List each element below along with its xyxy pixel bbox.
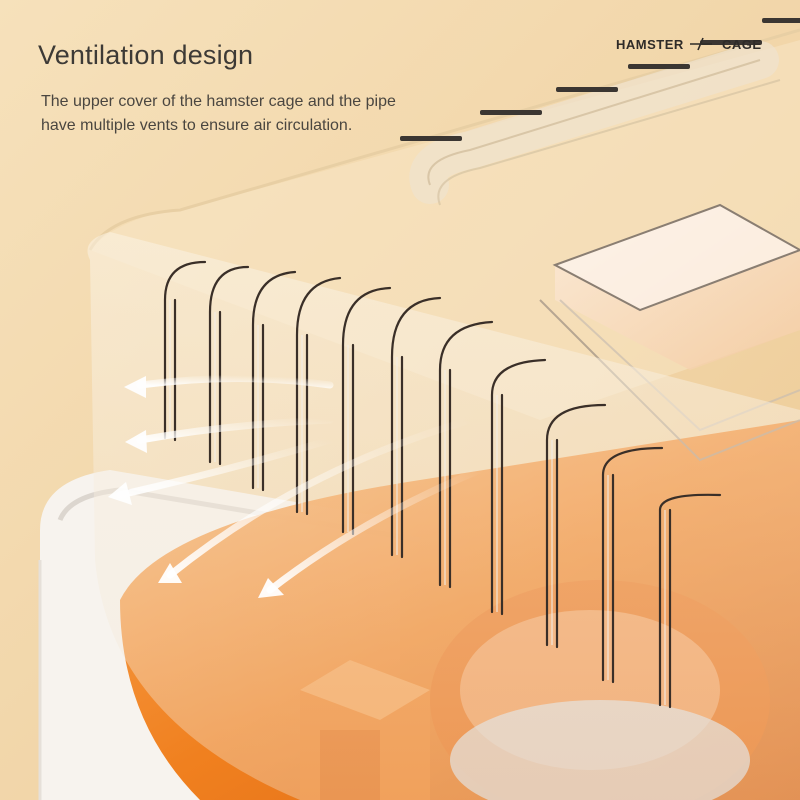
brand-word-left: HAMSTER	[616, 37, 684, 52]
description-line-1: The upper cover of the hamster cage and …	[41, 93, 396, 110]
page-title: Ventilation design	[38, 40, 254, 70]
description-line-2: have multiple vents to ensure air circul…	[41, 117, 353, 134]
brand-word-right: CAGE	[722, 37, 762, 52]
arrow-slash-icon	[690, 37, 712, 51]
